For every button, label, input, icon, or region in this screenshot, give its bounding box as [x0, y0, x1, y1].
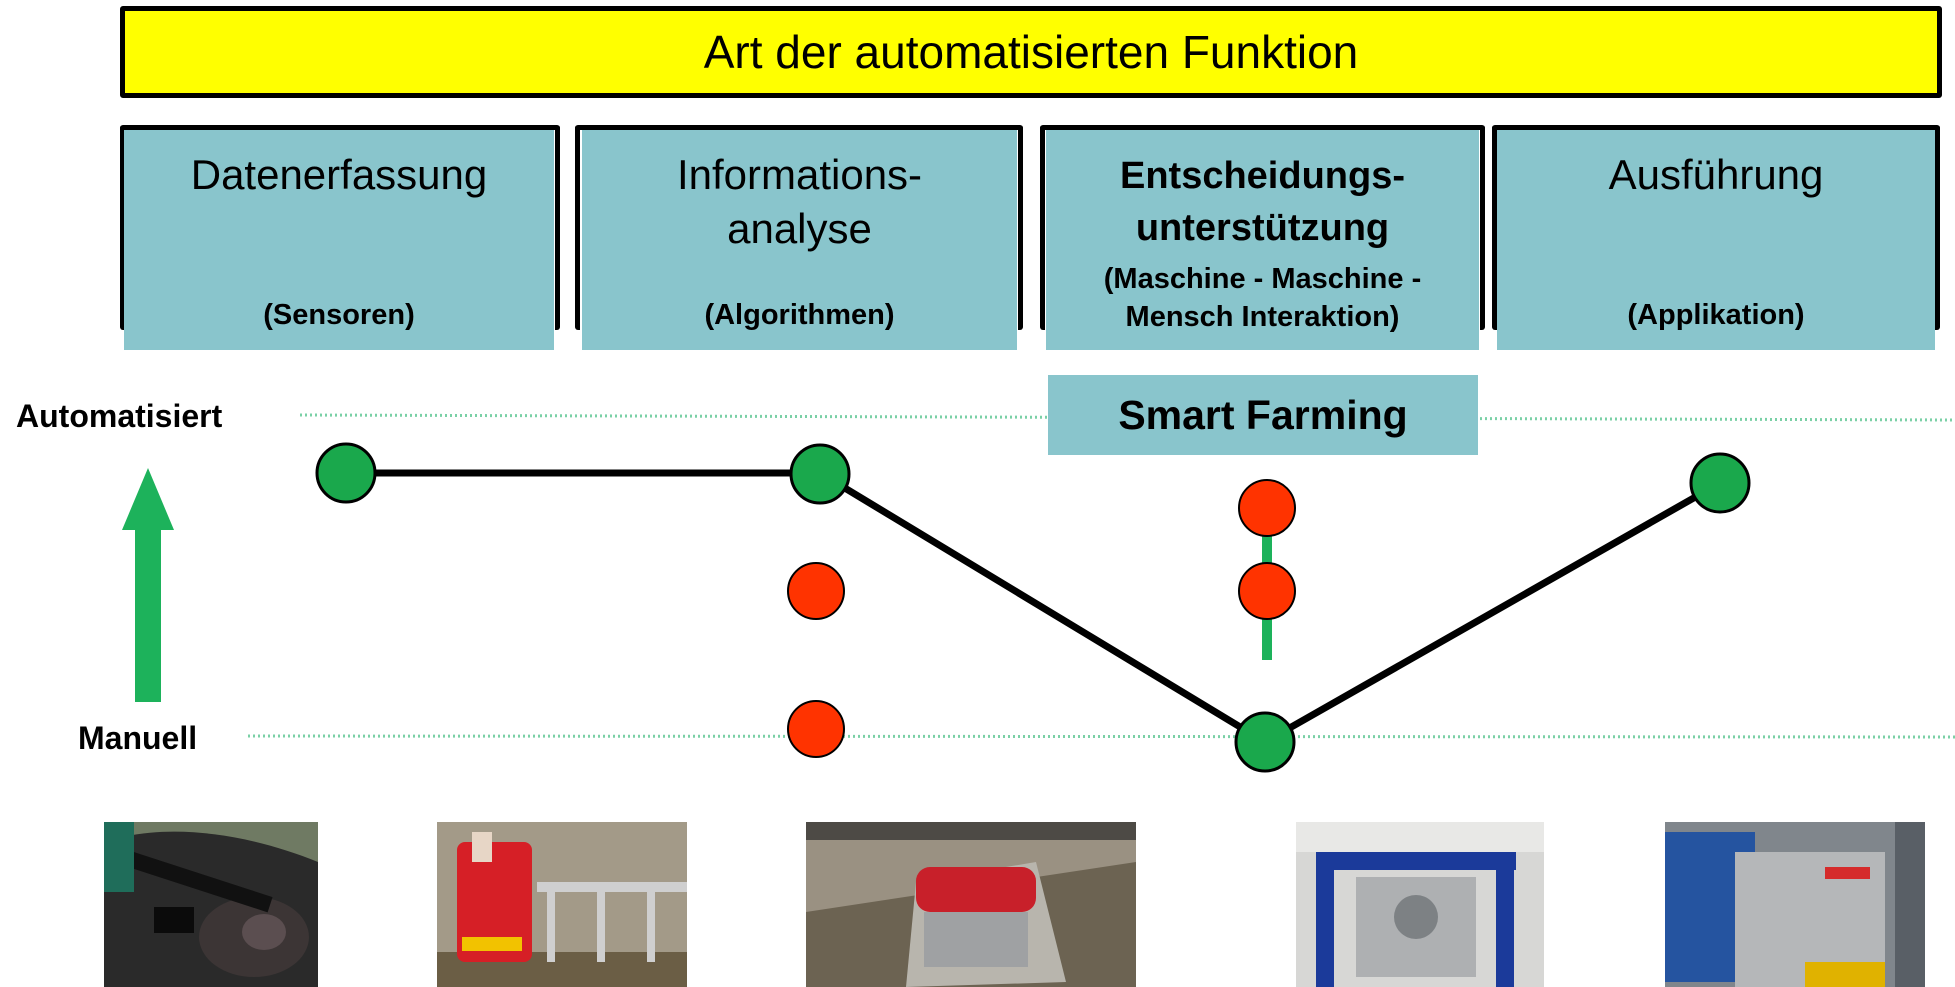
column-title-line: analyse	[727, 205, 872, 252]
red-point	[1238, 479, 1296, 537]
column-subtitle-line: Mensch Interaktion)	[1125, 301, 1400, 333]
column-decision-support: Entscheidungs- unterstützung (Maschine -…	[1046, 130, 1479, 350]
column-title: Ausführung	[1497, 148, 1935, 202]
smart-farming-label: Smart Farming	[1048, 375, 1478, 455]
column-frame-3	[1040, 125, 1485, 330]
column-frame-4	[1492, 125, 1940, 330]
green-point	[315, 442, 377, 504]
manual-axis-label: Manuell	[78, 720, 198, 756]
column-subtitle-line: (Algorithmen)	[704, 299, 895, 331]
cow-collar-sensor-photo	[104, 822, 318, 987]
column-subtitle: (Applikation)	[1497, 296, 1935, 334]
column-frame-2	[575, 125, 1023, 330]
column-subtitle-line: (Sensoren)	[263, 299, 415, 331]
column-title-line: Ausführung	[1608, 151, 1824, 198]
column-title: Datenerfassung	[124, 148, 554, 202]
column-subtitle-line: (Applikation)	[1627, 299, 1805, 331]
barn-cleaning-robot-photo	[806, 822, 1136, 987]
column-subtitle: (Maschine - Maschine - Mensch Interaktio…	[1046, 260, 1479, 336]
red-point	[787, 562, 845, 620]
column-data-acquisition: Datenerfassung (Sensoren)	[124, 130, 554, 350]
manual-level-line	[247, 734, 1955, 739]
function-type-header: Art der automatisierten Funktion	[120, 6, 1942, 98]
feed-mixer-machine-photo	[1665, 822, 1925, 987]
column-title-line: Entscheidungs-	[1119, 155, 1406, 197]
column-execution: Ausführung (Applikation)	[1497, 130, 1935, 350]
automation-profile-line	[346, 469, 1722, 746]
red-point	[787, 700, 845, 758]
automated-axis-label: Automatisiert	[16, 398, 223, 434]
up-arrow-icon	[122, 468, 174, 702]
column-subtitle-line: (Maschine - Maschine -	[1103, 263, 1422, 295]
column-information-analysis: Informations- analyse (Algorithmen)	[582, 130, 1017, 350]
feeding-robot-photo	[437, 822, 687, 987]
column-title-line: unterstützung	[1135, 207, 1390, 249]
green-point	[1234, 711, 1296, 773]
green-point	[789, 443, 851, 505]
green-point	[1689, 452, 1751, 514]
column-title: Informations- analyse	[582, 148, 1017, 256]
header-title: Art der automatisierten Funktion	[703, 26, 1359, 78]
column-subtitle: (Sensoren)	[124, 296, 554, 334]
column-frame-1	[120, 125, 560, 330]
column-title: Entscheidungs- unterstützung	[1046, 150, 1479, 254]
column-title-line: Datenerfassung	[190, 151, 488, 198]
column-subtitle: (Algorithmen)	[582, 296, 1017, 334]
automated-level-line	[299, 413, 1955, 422]
column-title-line: Informations-	[676, 151, 923, 198]
red-point	[1238, 562, 1296, 620]
milking-robot-photo	[1296, 822, 1544, 987]
